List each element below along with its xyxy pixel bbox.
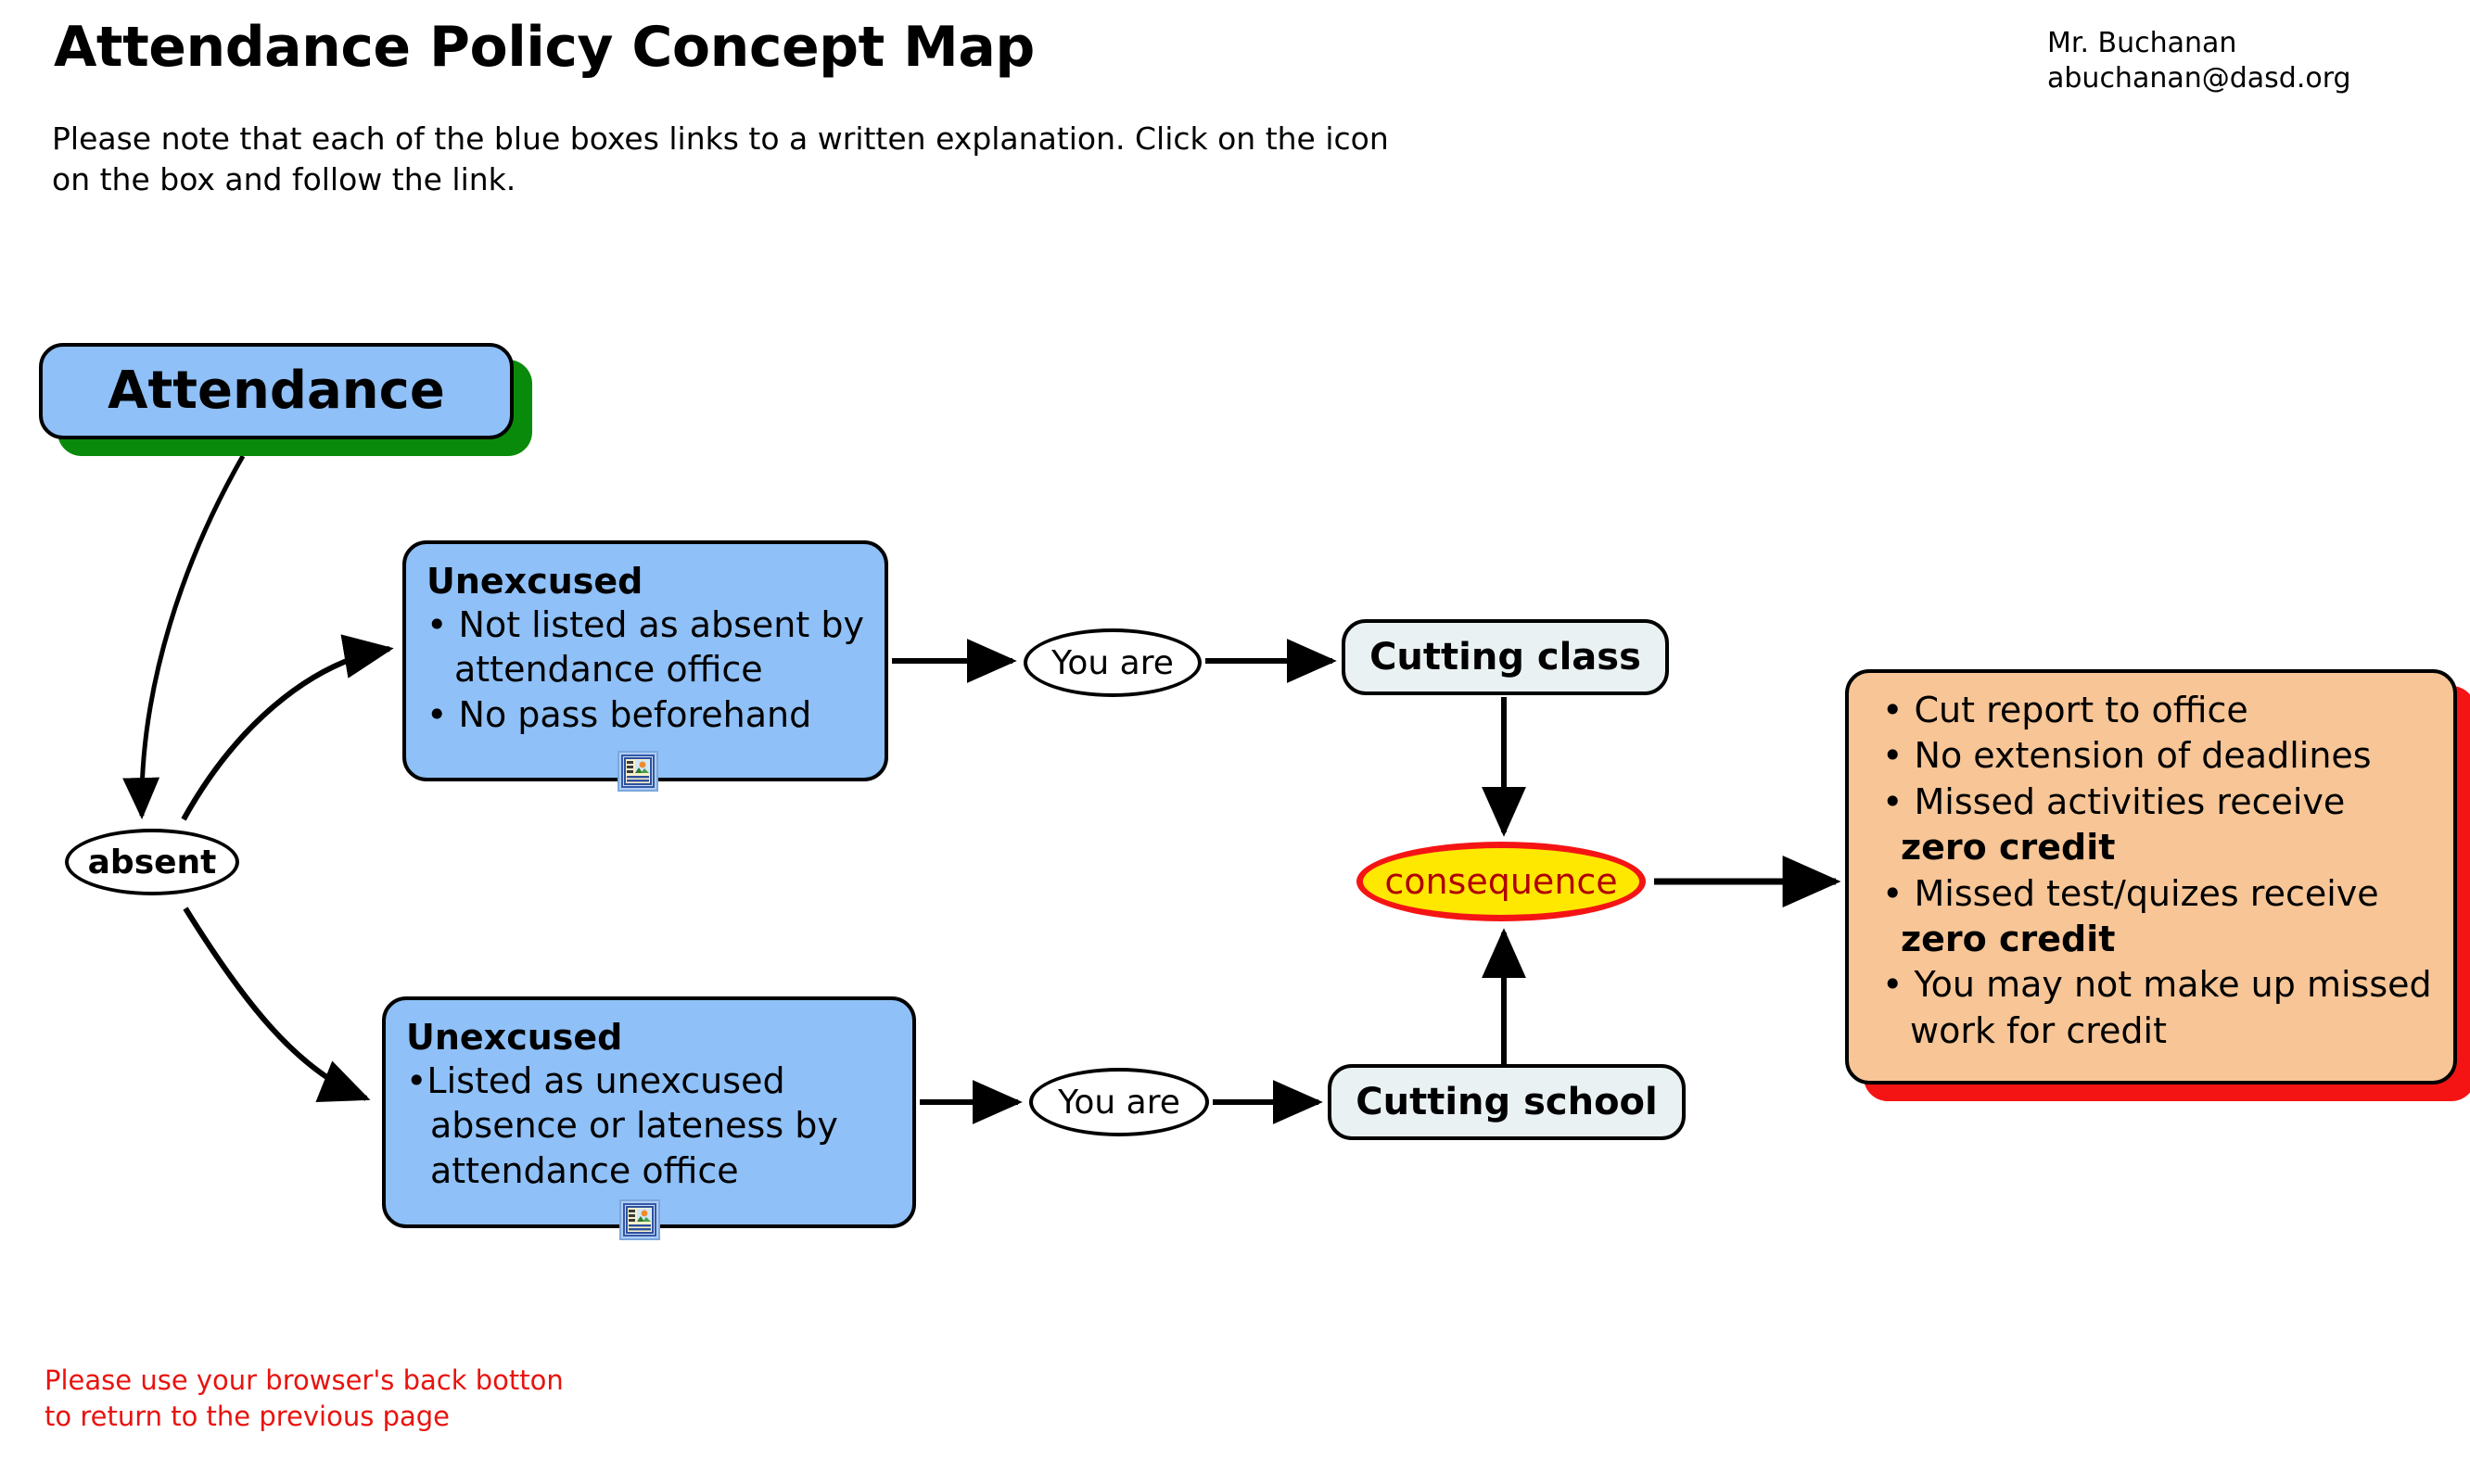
unexcused-1-bullet-list: • Not listed as absent by attendance off… (427, 602, 864, 738)
list-item: • Not listed as absent by attendance off… (427, 602, 864, 692)
consequence-node: consequence (1356, 842, 1646, 921)
you-are-label-1: You are (1051, 643, 1174, 682)
list-item-text: Cut report to office (1914, 690, 2248, 730)
unexcused-1-title: Unexcused (427, 561, 643, 602)
absent-label: absent (87, 843, 217, 882)
you-are-node-2: You are (1029, 1068, 1209, 1136)
page-link-icon[interactable] (618, 751, 658, 792)
list-item-text: No extension of deadlines (1914, 735, 2372, 777)
browser-back-note-line-2: to return to the previous page (45, 1401, 450, 1433)
you-are-node-1: You are (1024, 628, 1202, 697)
list-item: • Missed activities receive zero credit (1873, 780, 2435, 871)
cutting-school-label: Cutting school (1356, 1081, 1658, 1123)
absent-node: absent (65, 829, 239, 895)
list-item-text: No pass beforehand (458, 694, 812, 736)
browser-back-note-line-1: Please use your browser's back botton (45, 1364, 564, 1396)
unexcused-2-bullet-list: •Listed as unexcused absence or lateness… (406, 1059, 892, 1194)
bullet-icon: • (1882, 872, 1903, 914)
bullet-icon: • (1882, 780, 1903, 822)
list-item-text: You may not make up missed work for cred… (1910, 964, 2432, 1051)
author-contact-block: Mr. Buchanan abuchanan@dasd.org (2047, 26, 2437, 97)
unexcused-node-2[interactable]: Unexcused •Listed as unexcused absence o… (382, 996, 916, 1228)
instructions-line-2: on the box and follow the link. (52, 160, 516, 197)
cutting-class-label: Cutting class (1369, 636, 1641, 679)
unexcused-node-1[interactable]: Unexcused • Not listed as absent by atte… (402, 540, 888, 781)
cutting-school-node: Cutting school (1328, 1064, 1686, 1140)
list-item: • No extension of deadlines (1873, 733, 2435, 779)
instructions-text: Please note that each of the blue boxes … (52, 119, 1814, 200)
list-item-text: Not listed as absent by attendance offic… (454, 603, 864, 691)
list-item: • No pass beforehand (427, 692, 864, 738)
list-item-text: Missed activities receive (1914, 780, 2346, 822)
bullet-icon: • (1882, 690, 1903, 730)
author-email: abuchanan@dasd.org (2047, 62, 2351, 95)
bullet-icon: • (427, 694, 448, 736)
list-item-text: Missed test/quizes receive (1914, 872, 2379, 914)
edge-absent-to-unexcused-1 (181, 634, 394, 821)
consequences-node: • Cut report to office • No extension of… (1845, 669, 2457, 1084)
list-item-emphasis: zero credit (1901, 827, 2116, 869)
author-name: Mr. Buchanan (2047, 27, 2237, 59)
you-are-label-2: You are (1058, 1083, 1180, 1122)
list-item: • Cut report to office (1873, 688, 2435, 733)
attendance-label: Attendance (108, 361, 445, 421)
list-item: •Listed as unexcused absence or lateness… (406, 1059, 892, 1194)
list-item-text: Listed as unexcused absence or lateness … (427, 1059, 838, 1192)
edge-attendance-to-absent (122, 454, 246, 819)
instructions-line-1: Please note that each of the blue boxes … (52, 120, 1389, 157)
attendance-node[interactable]: Attendance (39, 343, 514, 439)
consequence-label: consequence (1384, 861, 1618, 902)
unexcused-2-title: Unexcused (406, 1017, 623, 1058)
edge-absent-to-unexcused-2 (183, 907, 371, 1102)
browser-back-note: Please use your browser's back botton to… (45, 1363, 564, 1436)
cutting-class-node: Cutting class (1342, 619, 1669, 695)
bullet-icon: • (406, 1059, 427, 1101)
list-item: • Missed test/quizes receive zero credit (1873, 871, 2435, 963)
list-item: • You may not make up missed work for cr… (1873, 962, 2435, 1054)
bullet-icon: • (427, 603, 448, 645)
list-item-emphasis: zero credit (1901, 918, 2116, 959)
consequences-bullet-list: • Cut report to office • No extension of… (1873, 688, 2435, 1054)
bullet-icon: • (1882, 735, 1903, 777)
page-title: Attendance Policy Concept Map (54, 15, 1035, 80)
bullet-icon: • (1882, 964, 1903, 1006)
page-link-icon[interactable] (619, 1199, 660, 1240)
